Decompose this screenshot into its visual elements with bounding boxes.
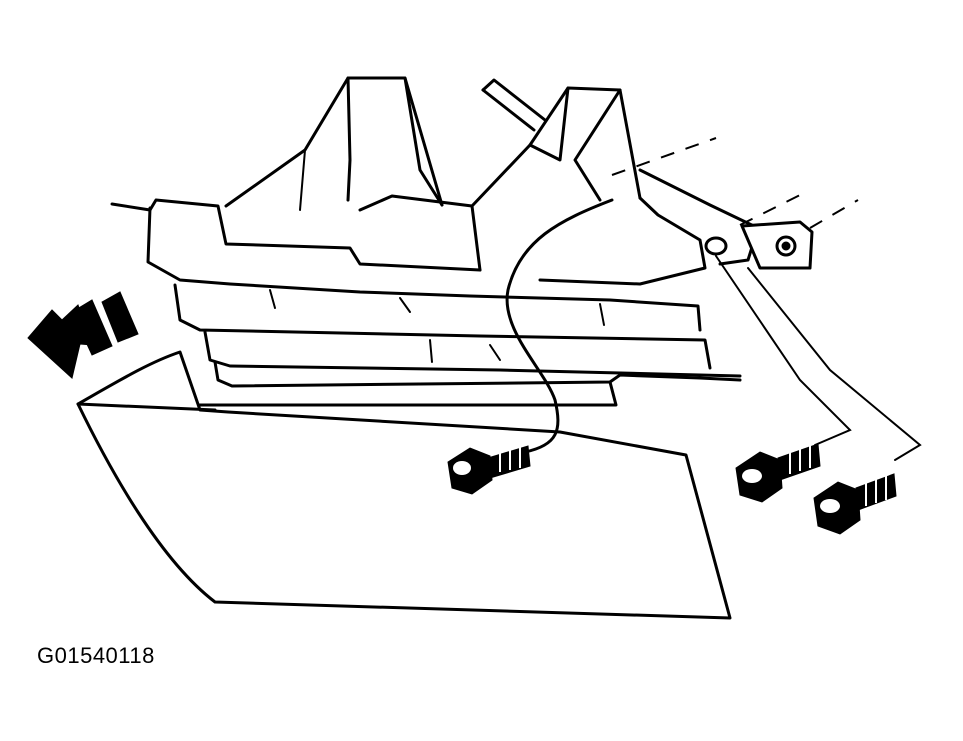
figure-code: G01540118 (37, 643, 155, 668)
check-strap-cable (505, 198, 614, 454)
glove-box-frame (110, 76, 814, 407)
screw-icon (735, 443, 821, 503)
screw-icon (813, 473, 897, 535)
glove-box-door (76, 350, 732, 620)
alignment-lines (611, 137, 922, 461)
screw-icon (447, 445, 531, 495)
arrow-left-dashed-icon (27, 291, 139, 379)
